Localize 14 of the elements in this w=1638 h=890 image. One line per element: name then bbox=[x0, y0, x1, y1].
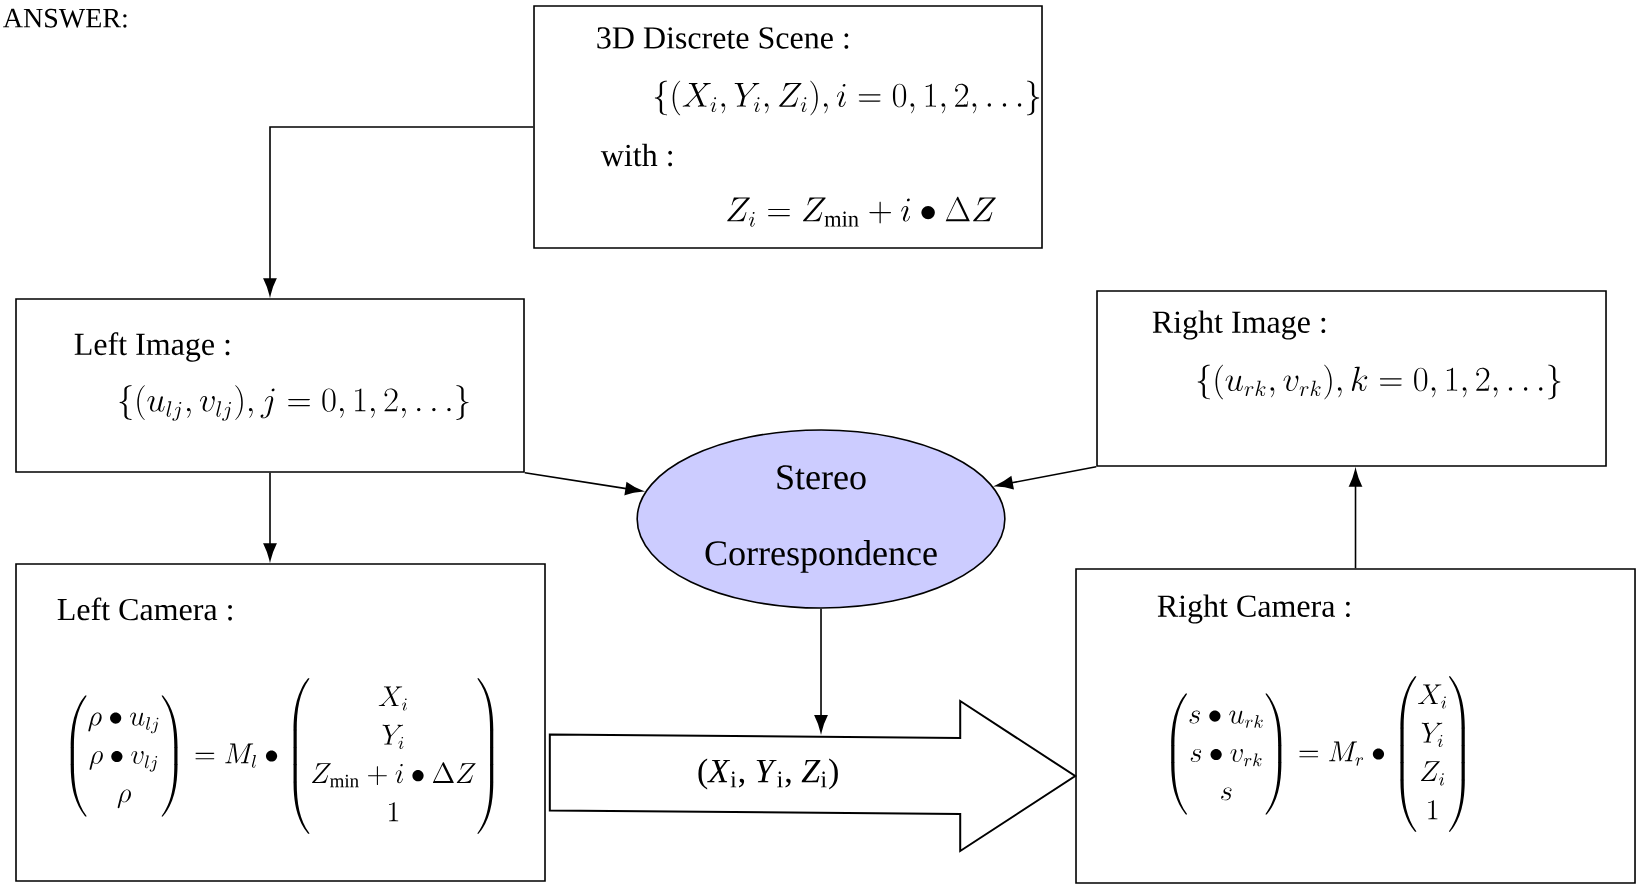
process-box: Left Camera : $\begin{pmatrix}\rho\bullet u_{lj}\\ \rho\bullet v_{lj}\\ \rho\end{pmatrix} = M_l \bullet \begin{pmatrix}X_i\\ Y_i\\ Z_{\min}+i\bullet\Delta Z\\ 1\end{pmatrix}$ bbox=[15, 563, 546, 882]
arrow bbox=[524, 472, 643, 496]
edge-label: (X$_{i}$, Y$_{i}$, Z$_{i}$) bbox=[698, 758, 838, 790]
process-box: Left Image : $\{(u_{lj},v_{lj}), j=0,1,2,\ldots\}$ bbox=[15, 298, 525, 473]
arrow bbox=[814, 608, 828, 733]
arrow bbox=[263, 126, 534, 296]
block-arrow bbox=[548, 699, 1078, 853]
process-box: Right Image : $\{(u_{rk},v_{rk}), k=0,1,2,\ldots\}$ bbox=[1096, 290, 1607, 467]
arrow bbox=[263, 472, 277, 561]
process-box: 3D Discrete Scene : $\{(X_i,Y_i,Z_i), i=0,1,2,\ldots\}$ with : $Z_i = Z_{\min} + i \bullet \Delta Z$ bbox=[533, 5, 1043, 249]
heading-label: ANSWER: bbox=[3, 8, 127, 28]
arrow bbox=[995, 466, 1097, 490]
process-box: Right Camera : $\begin{pmatrix}s\bullet u_{rk}\\ s\bullet v_{rk}\\ s\end{pmatrix} = M_r \bullet \begin{pmatrix}X_i\\ Y_i\\ Z_i\\ 1\end{pmatrix}$ bbox=[1075, 568, 1636, 884]
arrow bbox=[1349, 469, 1362, 569]
